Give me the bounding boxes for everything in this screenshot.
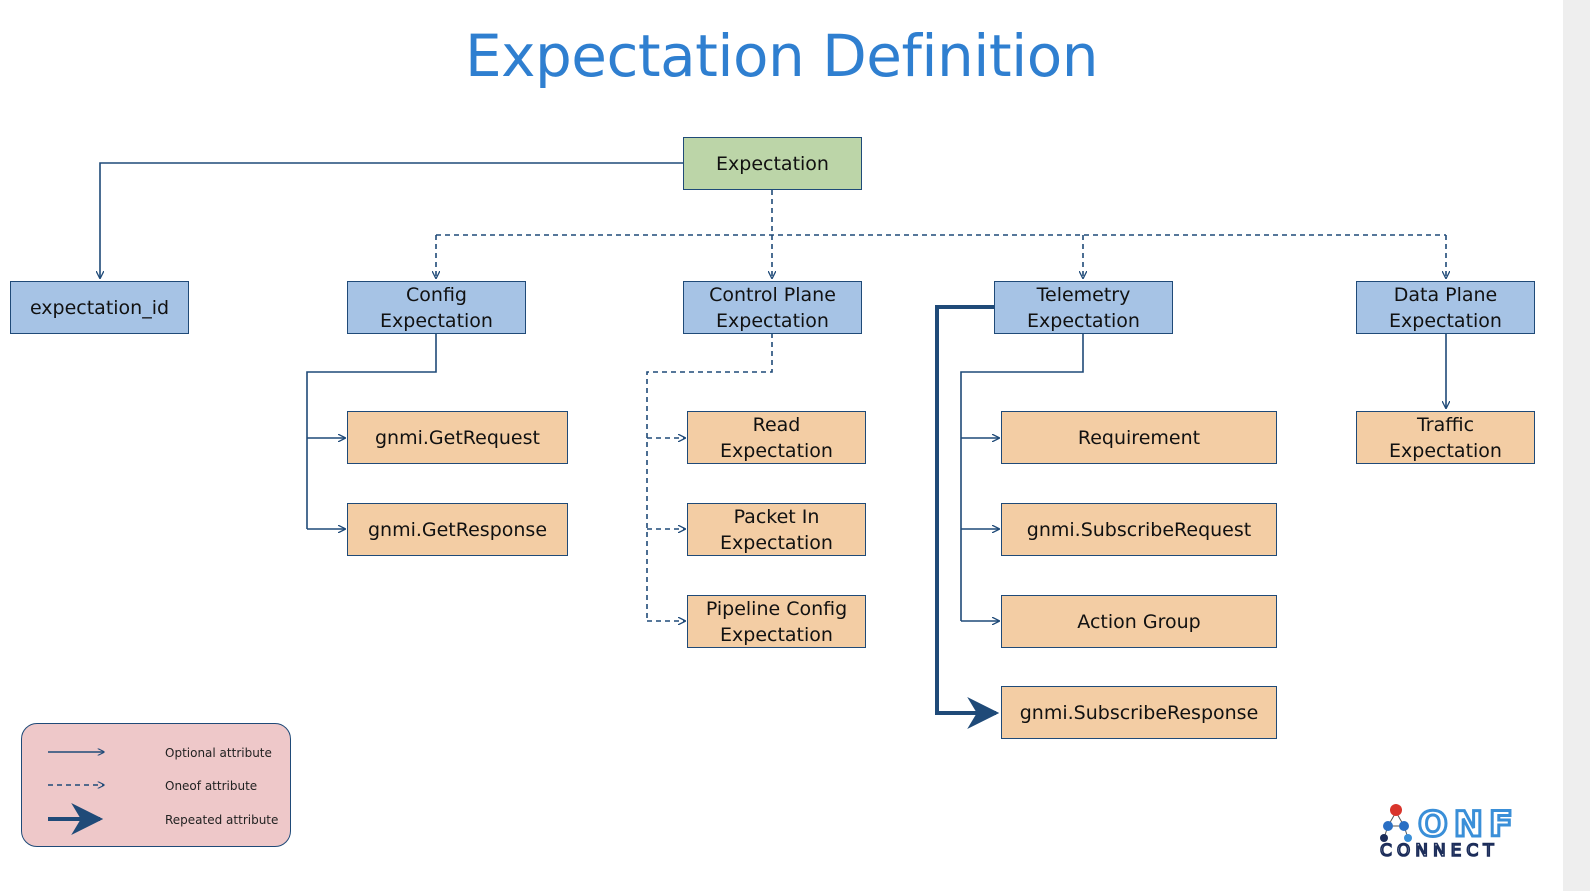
read-expectation-node: Read Expectation [687,411,866,464]
repeated-edge-subscribe-response [935,305,1000,729]
data-plane-expectation-node: Data Plane Expectation [1356,281,1535,334]
subscribe-response-node: gnmi.SubscribeResponse [1001,686,1277,739]
pipeline-config-expectation-node: Pipeline Config Expectation [687,595,866,648]
optional-edge-expectation-id [100,162,684,278]
legend-repeated-label: Repeated attribute [165,813,279,827]
subscribe-request-node: gnmi.SubscribeRequest [1001,503,1277,556]
requirement-node: Requirement [1001,411,1277,464]
get-request-node: gnmi.GetRequest [347,411,568,464]
optional-edge-config-trunk [306,333,437,529]
get-response-node: gnmi.GetResponse [347,503,568,556]
telemetry-expectation-node: Telemetry Expectation [994,281,1173,334]
packet-in-expectation-node: Packet In Expectation [687,503,866,556]
action-group-node: Action Group [1001,595,1277,648]
expectation-node: Expectation [683,137,862,190]
expectation-id-node: expectation_id [10,281,189,334]
legend-oneof-label: Oneof attribute [165,779,258,793]
oneof-edge-control-trunk [646,333,773,621]
config-expectation-node: Config Expectation [347,281,526,334]
optional-edge-telemetry-trunk [960,333,1084,621]
legend-line-samples [48,724,132,835]
control-plane-expectation-node: Control Plane Expectation [683,281,862,334]
page-title: Expectation Definition [464,22,1099,90]
molecule-icon [1380,804,1412,842]
logo-line2: CONNECT [1380,841,1499,860]
onf-connect-logo: ONF CONNECT [1379,804,1519,861]
legend-optional-label: Optional attribute [165,746,272,760]
logo-line1: ONF [1418,805,1519,845]
slide-edge [1563,0,1590,891]
traffic-expectation-node: Traffic Expectation [1356,411,1535,464]
legend: Optional attribute Oneof attribute Repea… [21,723,291,847]
